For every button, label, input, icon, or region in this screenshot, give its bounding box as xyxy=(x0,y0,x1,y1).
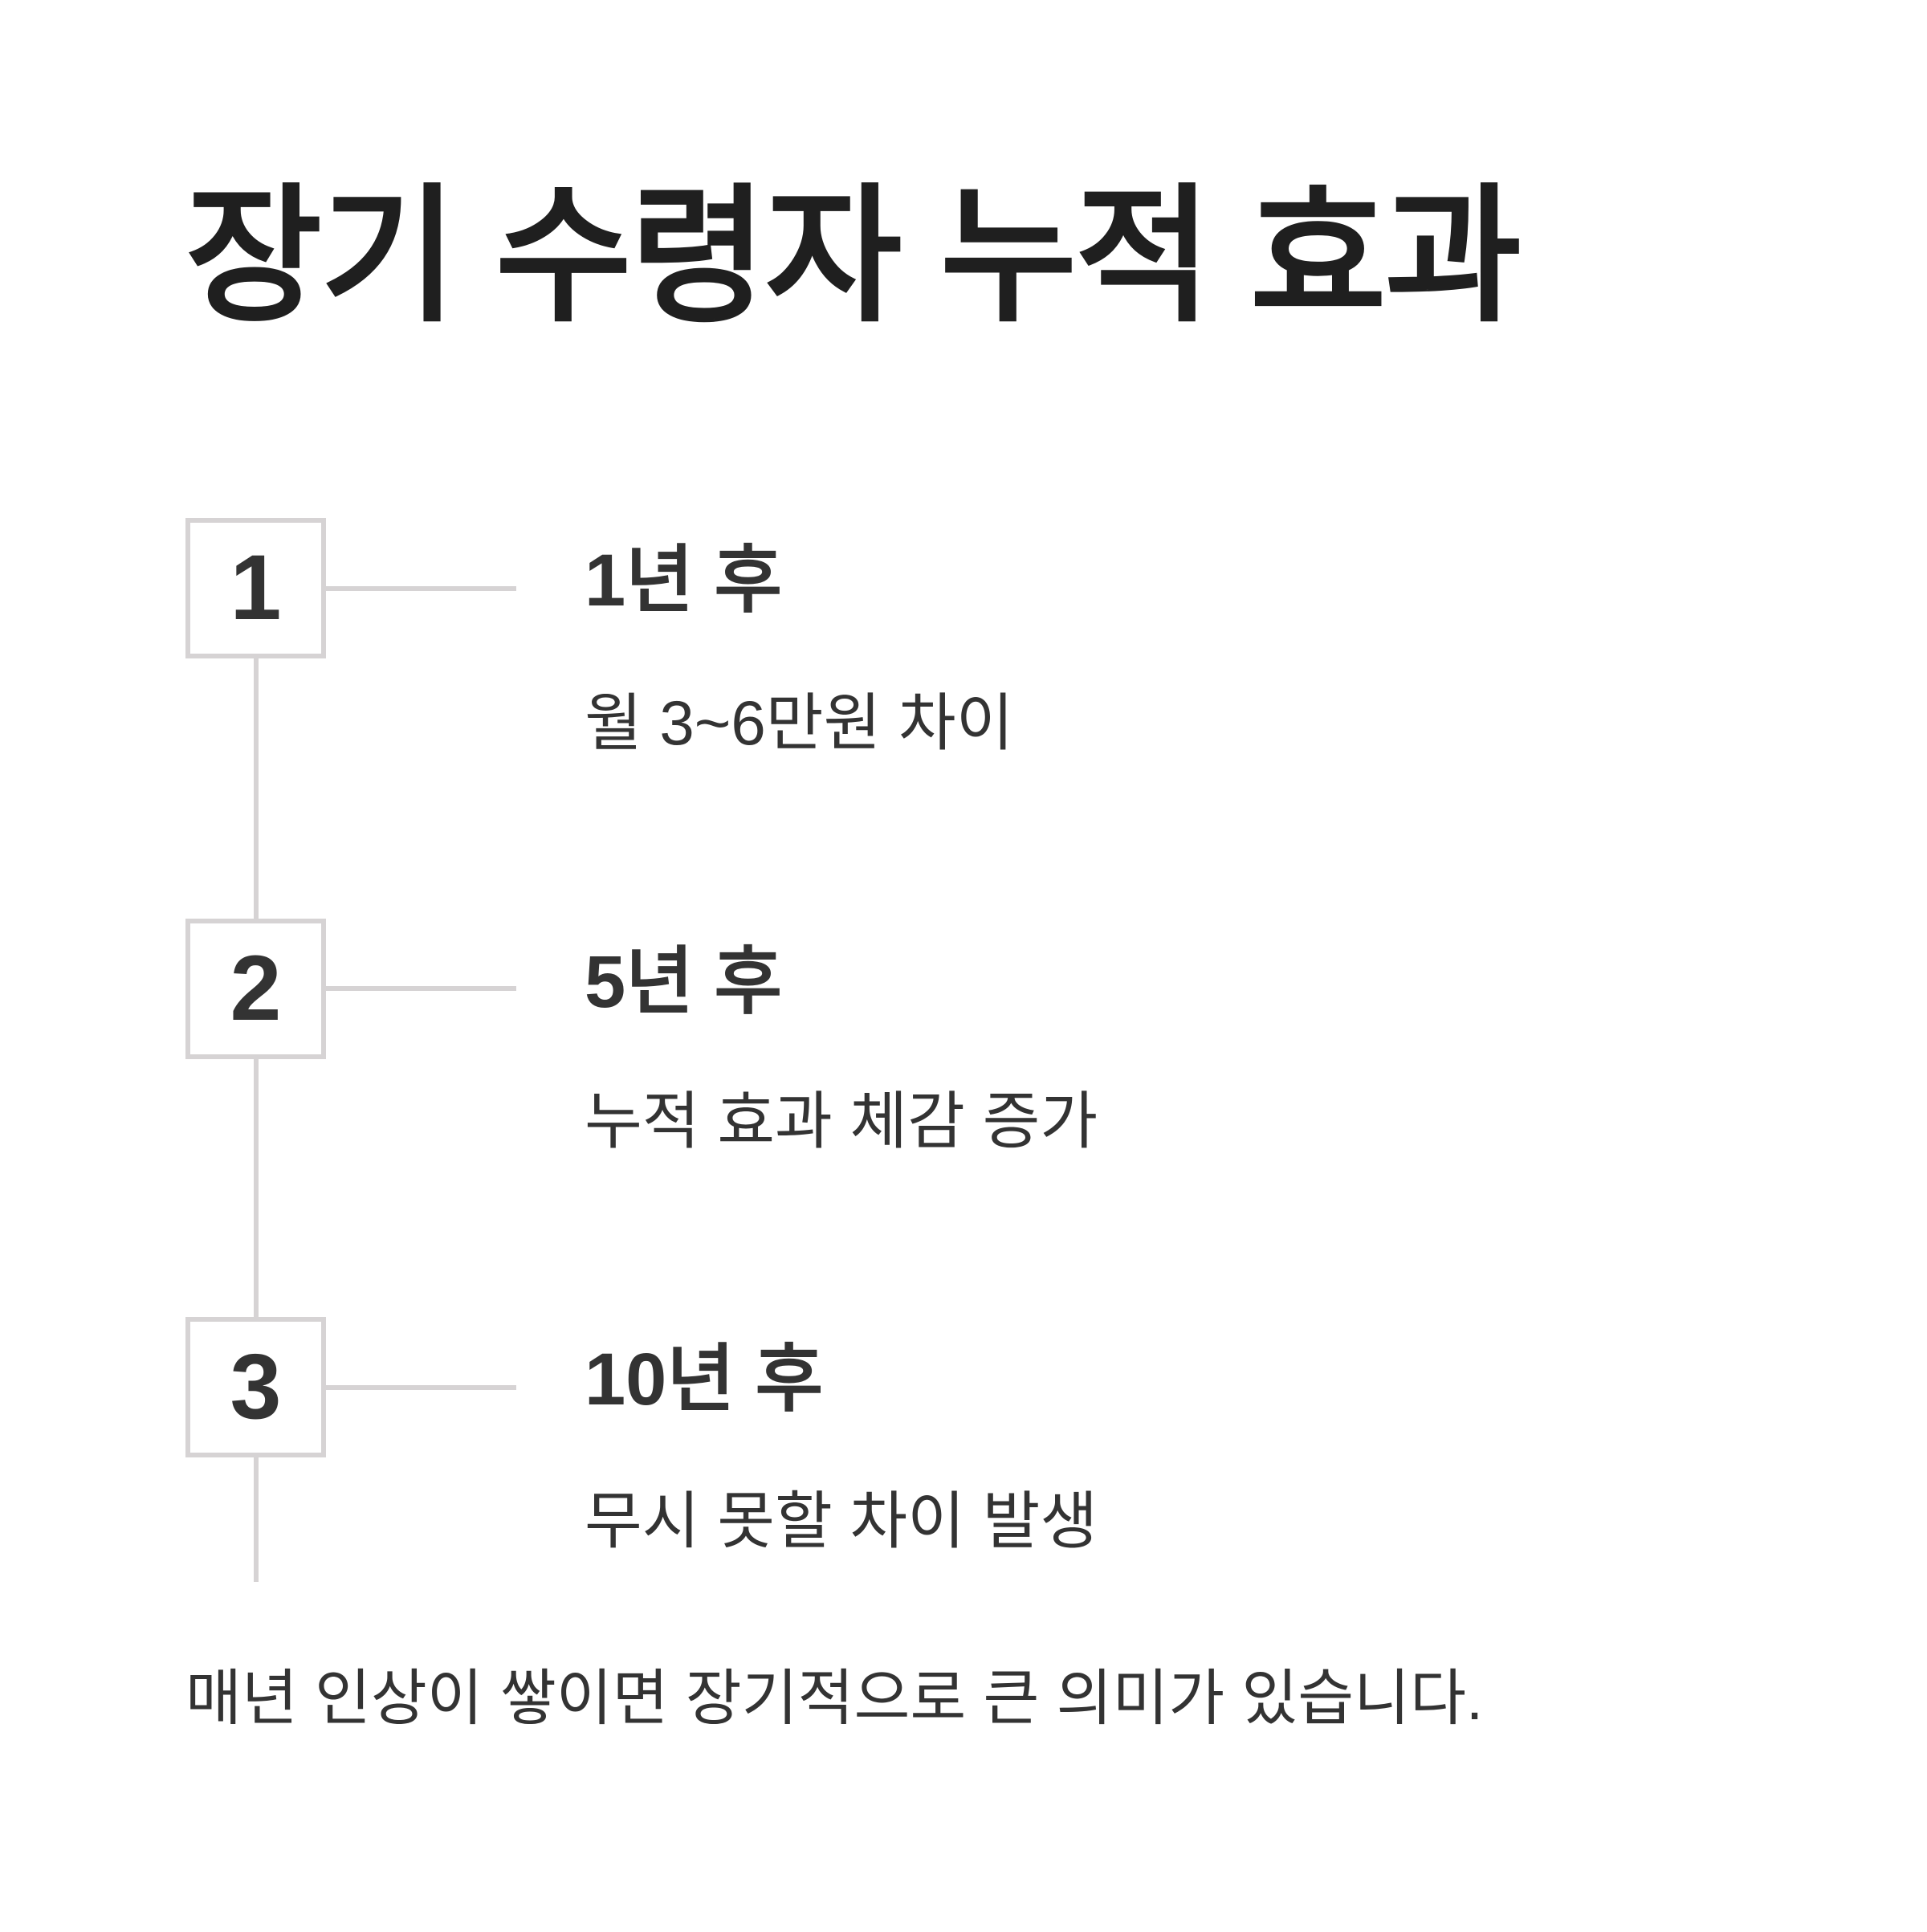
step-3-description: 무시 못할 차이 발생 xyxy=(585,1486,1098,1556)
timeline-line-1-2 xyxy=(254,658,259,919)
step-1-heading: 1년 후 xyxy=(585,540,783,622)
page-title: 장기 수령자 누적 효과 xyxy=(185,174,1522,340)
step-2-connector xyxy=(326,986,516,991)
step-1-number: 1 xyxy=(230,536,282,639)
step-3-number: 3 xyxy=(230,1335,282,1438)
step-1-connector xyxy=(326,586,516,591)
step-3-box: 3 xyxy=(185,1317,326,1457)
timeline-line-3-end xyxy=(254,1457,259,1582)
step-1-box: 1 xyxy=(185,518,326,658)
footer-note: 매년 인상이 쌓이면 장기적으로 큰 의미가 있습니다. xyxy=(185,1665,1484,1733)
step-2-heading: 5년 후 xyxy=(585,941,783,1023)
step-2-description: 누적 효과 체감 증가 xyxy=(585,1086,1098,1156)
timeline-line-2-3 xyxy=(254,1059,259,1317)
step-3-heading: 10년 후 xyxy=(585,1339,824,1420)
step-2-box: 2 xyxy=(185,919,326,1059)
step-3-connector xyxy=(326,1385,516,1390)
step-2-number: 2 xyxy=(230,937,282,1040)
step-1-description: 월 3~6만원 차이 xyxy=(585,687,1014,758)
